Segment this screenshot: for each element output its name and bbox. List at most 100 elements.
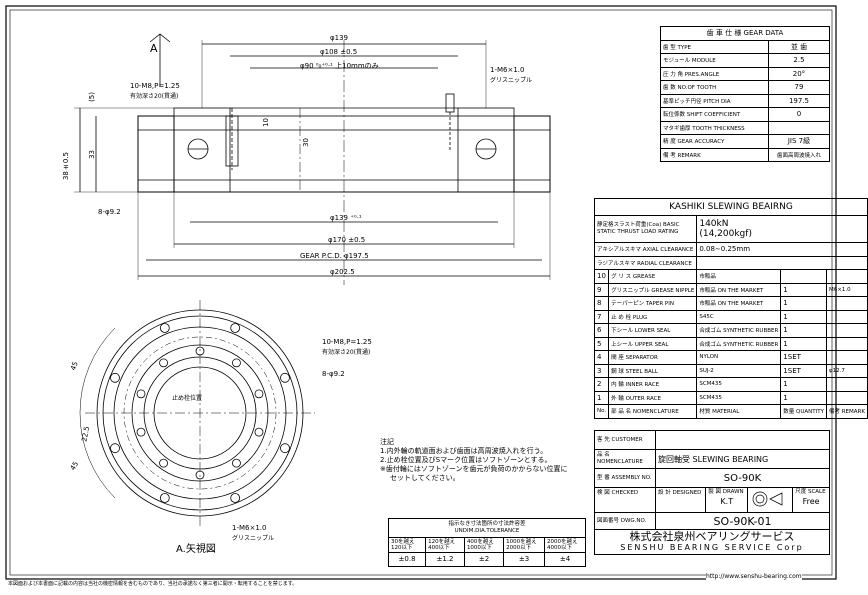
tolerance-value: ±1.2 bbox=[425, 552, 465, 567]
company-name-jp: 株式会社泉州ベアリングサービス bbox=[629, 530, 795, 543]
drill-hole bbox=[280, 372, 290, 383]
part-name: 外 輪 OUTER RACE bbox=[608, 390, 698, 405]
tapped-hole bbox=[159, 358, 168, 368]
part-qty: 1 bbox=[780, 390, 827, 405]
gear-data-title: 歯 車 仕 様 GEAR DATA bbox=[660, 26, 830, 41]
part-no: 8 bbox=[593, 296, 610, 311]
part-no: 7 bbox=[593, 309, 610, 324]
tapped-hole bbox=[195, 346, 205, 356]
section-view bbox=[74, 33, 551, 285]
dim-d202: φ202.5 bbox=[330, 268, 355, 276]
nipple-label: 1-M6×1.0 bbox=[490, 66, 525, 74]
part-name: 内 輪 INNER RACE bbox=[608, 377, 698, 392]
tolerance-title-jp: 指示なき寸法箇所の寸法許容差 bbox=[448, 521, 526, 527]
gear-row-label: 転位係数 SHIFT COEFFICIENT bbox=[660, 107, 769, 122]
footer-disclaimer: 本図面および本書面に記載の内容は当社の機密情報を含むものであり、当社の承諾なく第… bbox=[8, 581, 298, 587]
radial-clearance-label: ラジアルスキマ RADIAL CLEARANCE bbox=[593, 255, 698, 270]
axial-clearance-label: アキシアルスキマ AXIAL CLEARANCE bbox=[593, 242, 698, 257]
part-material: SCM435 bbox=[696, 390, 782, 405]
gear-row-value bbox=[767, 120, 831, 135]
part-material: 市販品 bbox=[696, 269, 782, 284]
company-name-en: SENSHU BEARING SERVICE Corp bbox=[620, 543, 804, 552]
tolerance-table: 指示なき寸法箇所の寸法許容差 UNDIM.DIA.TOLERANCE 30を越え… bbox=[387, 518, 586, 567]
part-material: 合成ゴム SYNTHETIC RUBBER bbox=[696, 336, 782, 351]
gear-row-value: JIS 7級 bbox=[767, 134, 831, 149]
dim-d108: φ108 ±0.5 bbox=[320, 48, 358, 56]
notes-title: 注記 bbox=[380, 438, 394, 446]
part-name: 上シール UPPER SEAL bbox=[608, 336, 698, 351]
part-material: 市販品 ON THE MARKET bbox=[696, 282, 782, 297]
part-material: 市販品 ON THE MARKET bbox=[696, 296, 782, 311]
plan-view-holes bbox=[110, 323, 290, 503]
customer-value bbox=[655, 430, 830, 450]
hole-tap-label: 10-M8,P=1.25 bbox=[130, 82, 180, 90]
gear-row-value: 197.5 bbox=[767, 93, 831, 108]
part-qty: 1 bbox=[780, 377, 827, 392]
hole-tap-depth-label: 有効深さ20(貫通) bbox=[130, 93, 179, 100]
parts-header-qty: 数量 QUANTITY bbox=[780, 404, 827, 419]
tolerance-range: 120を越え 400以下 bbox=[425, 537, 465, 553]
dim-h30: 30 bbox=[302, 138, 310, 147]
drawn-label: 製 図 DRAWN bbox=[708, 489, 744, 495]
part-material: SUJ-2 bbox=[696, 363, 782, 378]
part-remark: φ12.7 bbox=[825, 363, 868, 378]
part-material: 合成ゴム SYNTHETIC RUBBER bbox=[696, 323, 782, 338]
part-qty bbox=[780, 269, 827, 284]
tapped-hole bbox=[232, 458, 241, 468]
tapped-hole bbox=[254, 389, 264, 399]
drill-hole bbox=[110, 443, 120, 454]
drill-hole bbox=[159, 323, 170, 333]
notes-line-4: セットしてください。 bbox=[390, 474, 460, 482]
load-rating-label: 静定格スラスト荷重(Coa) BASIC STATIC THRUST LOAD … bbox=[593, 215, 698, 243]
tolerance-value: ±3 bbox=[503, 552, 546, 567]
assembly-value: SO-90K bbox=[655, 468, 830, 488]
plan-hole-drill-label: 8-φ9.2 bbox=[322, 370, 345, 378]
dim-h38: 38±0.5 bbox=[62, 152, 70, 181]
part-qty: 1SET bbox=[780, 363, 827, 378]
tolerance-range: 1000を越え 2000以下 bbox=[503, 537, 546, 553]
tolerance-title-en: UNDIM.DIA.TOLERANCE bbox=[454, 528, 520, 534]
bearing-title: KASHIKI SLEWING BEAIRNG bbox=[594, 198, 868, 216]
part-material: NYLON bbox=[696, 350, 782, 365]
part-qty: 1 bbox=[780, 323, 827, 338]
scale-value: Free bbox=[802, 497, 820, 506]
drill-hole bbox=[280, 443, 290, 454]
gear-row-label: 歯 数 NO.OF TOOTH bbox=[660, 80, 769, 95]
gear-row-label: 精 度 GEAR ACCURACY bbox=[660, 134, 769, 149]
company-url-link[interactable]: http://www.senshu-bearing.com bbox=[706, 573, 802, 580]
plan-hole-tap-depth-label: 有効深さ20(貫通) bbox=[322, 349, 371, 356]
part-name: テーパーピン TAPER PIN bbox=[608, 296, 698, 311]
part-no: 6 bbox=[593, 323, 610, 338]
tapped-hole bbox=[232, 358, 241, 368]
tolerance-range: 2000を越え 4000以下 bbox=[544, 537, 586, 553]
part-remark bbox=[825, 350, 868, 365]
plan-nipple-jp-label: グリスニップル bbox=[232, 535, 275, 542]
dim-d139: φ139 bbox=[330, 34, 348, 42]
drill-hole bbox=[230, 323, 241, 333]
part-name: 鋼 球 STEEL BALL bbox=[608, 363, 698, 378]
part-name: グ リ ス GREASE bbox=[608, 269, 698, 284]
part-remark bbox=[825, 336, 868, 351]
plan-plug-label: 止め栓位置 bbox=[172, 395, 203, 402]
plan-nipple-label: 1-M6×1.0 bbox=[232, 524, 267, 532]
tapped-hole bbox=[254, 427, 264, 437]
dim-h10: 10 bbox=[262, 118, 270, 127]
gear-row-value: 歯面高周波焼入れ bbox=[767, 147, 831, 162]
dim-pcd: GEAR P.C.D. φ197.5 bbox=[300, 252, 369, 260]
part-remark bbox=[825, 296, 868, 311]
gear-row-label: 備 考 REMARK bbox=[660, 147, 769, 162]
name-label: 品 名 NOMENCLATURE bbox=[594, 449, 656, 469]
dwg-value: SO-90K-01 bbox=[655, 512, 830, 530]
radial-clearance-value bbox=[696, 255, 868, 270]
tolerance-value: ±2 bbox=[463, 552, 505, 567]
dim-h33: 33 bbox=[88, 150, 96, 159]
part-remark: M6×1.0 bbox=[825, 282, 868, 297]
part-qty: 1SET bbox=[780, 350, 827, 365]
part-qty: 1 bbox=[780, 282, 827, 297]
drill-hole bbox=[159, 493, 170, 503]
gear-row-label: マタギ歯厚 TOOTH THICKNESS bbox=[660, 120, 769, 135]
notes-line-2: 2.止め栓位置及びSマーク位置はソフトゾーンとする。 bbox=[380, 456, 552, 464]
gear-row-value: 並 歯 bbox=[767, 39, 831, 54]
